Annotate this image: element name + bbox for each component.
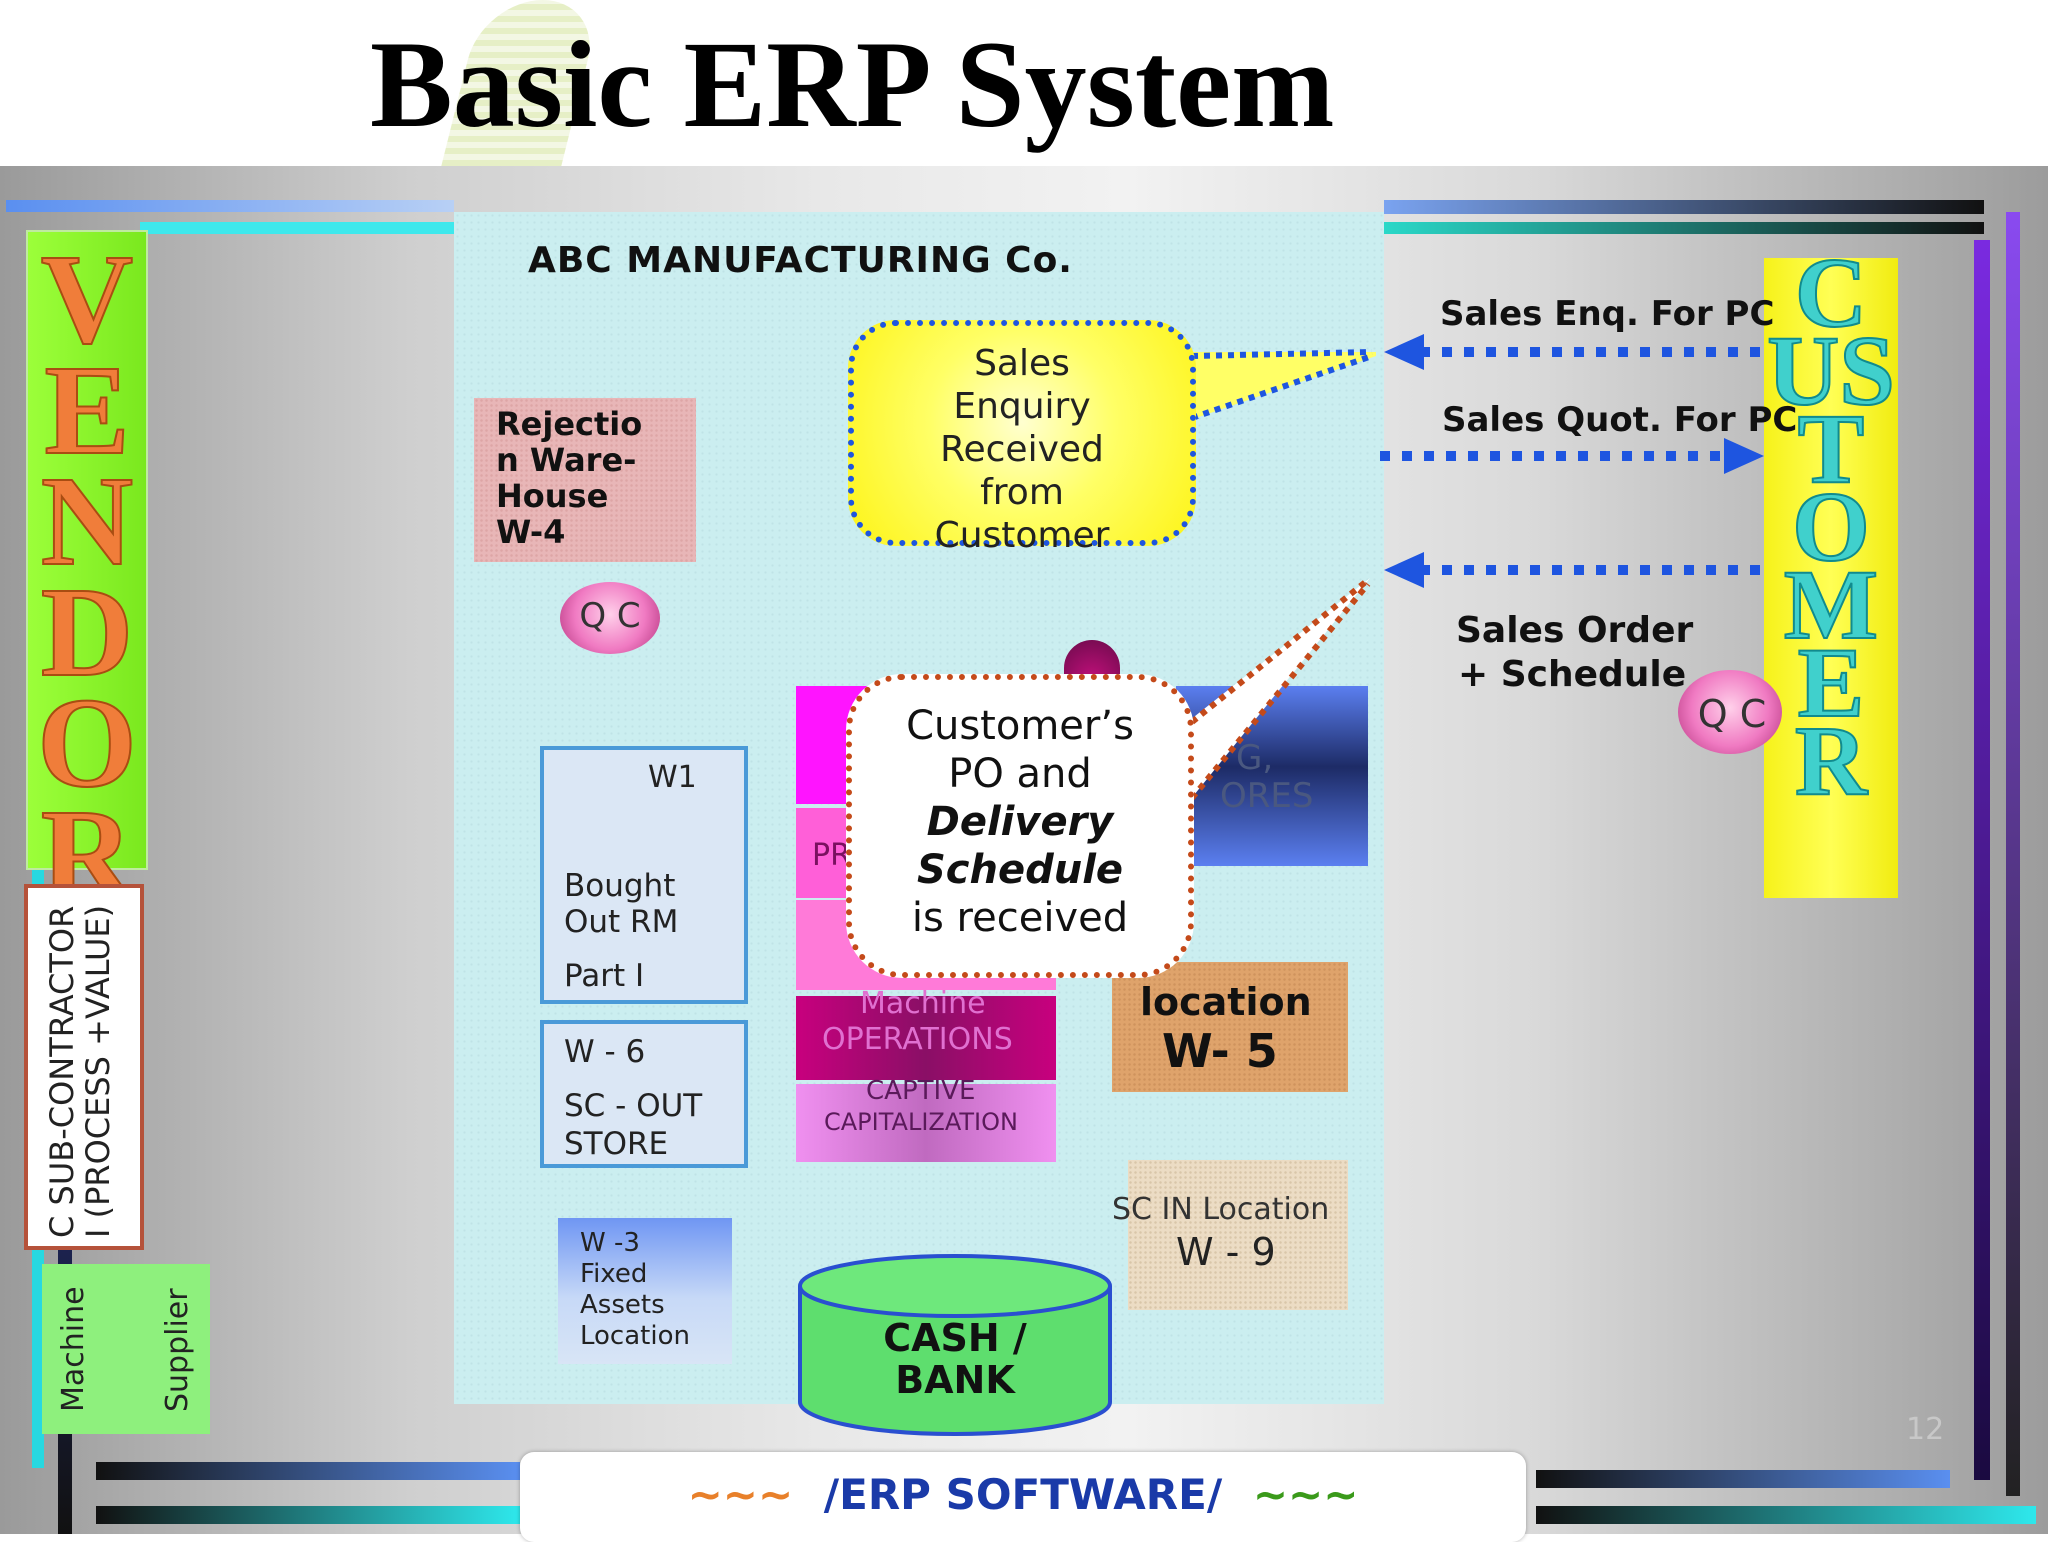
frame-bar-bottom-left: [96, 1462, 520, 1480]
w4-line-2: n Ware-: [496, 441, 637, 479]
w6-line-2: STORE: [564, 1126, 669, 1162]
w3-line-4: Location: [580, 1321, 690, 1351]
customer-po-text: Customer’s PO and Delivery Schedule is r…: [846, 702, 1194, 942]
location-w5: [1112, 962, 1348, 1092]
qc-marker-right: [1678, 670, 1782, 754]
footer-deco-left: ~~~: [687, 1470, 794, 1519]
sc-in-location-w9: [1128, 1160, 1348, 1310]
qc-left-label: Q C: [579, 596, 641, 636]
stack-captive-label-1: CAPTIVE: [866, 1076, 976, 1106]
stack-captive-label-2: CAPITALIZATION: [824, 1108, 1018, 1136]
w4-line-1: Rejectio: [496, 405, 643, 443]
w1-line-1: Bought: [564, 868, 676, 904]
w3-line-1: W -3: [580, 1228, 640, 1258]
warehouse-w1: [540, 746, 748, 1004]
frame-bar-top-right: [1384, 200, 1984, 214]
w1-line-3: Part I: [564, 958, 645, 994]
supplier-box: [42, 1264, 210, 1434]
enquiry-line-4: from: [980, 472, 1064, 513]
frame-bar-right-2: [2006, 212, 2020, 1496]
company-name: ABC MANUFACTURING Co.: [528, 240, 1073, 281]
w5-line-1: location: [1140, 980, 1312, 1024]
stack-machine-label-2: OPERATIONS: [822, 1022, 1013, 1057]
footer-banner: [520, 1452, 1526, 1542]
page-number: 12: [1906, 1412, 1945, 1447]
frame-bar-right-1: [1974, 240, 1990, 1480]
stack-captive-block: [796, 1084, 1056, 1162]
stack-machine-block: [796, 996, 1056, 1080]
frame-bar-top-left-2: [140, 222, 454, 234]
cash-bank-cylinder: [798, 1254, 1112, 1436]
sales-order-arrow-label-1: Sales Order: [1456, 610, 1694, 651]
po-line-5: is received: [911, 895, 1129, 941]
customer-label: CUSTOMER: [1766, 237, 1896, 816]
w4-line-4: W-4: [496, 513, 566, 551]
subcontractor-box: [24, 884, 144, 1250]
frame-bar-top-left: [6, 200, 454, 212]
sales-enquiry-text: Sales Enquiry Received from Customer: [848, 342, 1196, 550]
sales-order-arrow-label-2: + Schedule: [1458, 654, 1687, 695]
stores-label-1: G,: [1236, 738, 1274, 778]
rejection-warehouse-w4: [474, 398, 696, 562]
qc-right-label: Q C: [1697, 692, 1767, 736]
frame-bar-bottom-left-2: [96, 1506, 520, 1524]
cash-bank-line-2: BANK: [895, 1358, 1015, 1402]
w6-code: W - 6: [564, 1034, 646, 1070]
footer-label: /ERP SOFTWARE/: [823, 1470, 1223, 1519]
sales-enquiry-callout: [848, 320, 1196, 546]
stack-machine-label-1: Machine: [860, 986, 986, 1021]
enquiry-line-2: Enquiry: [953, 386, 1091, 427]
w6-line-1: SC - OUT: [564, 1088, 703, 1124]
w1-line-2: Out RM: [564, 904, 679, 940]
w9-line-1: SC IN Location: [1112, 1192, 1330, 1227]
vendor-panel: [26, 230, 148, 870]
frame-bar-bottom-right: [1536, 1470, 1950, 1488]
w3-label: W -3 Fixed Assets Location: [580, 1228, 690, 1352]
fixed-assets-w3: [558, 1218, 732, 1364]
stores-label-2: ORES: [1220, 776, 1314, 816]
customer-panel: [1764, 258, 1898, 898]
qc-marker-left: [560, 582, 660, 654]
sales-enquiry-arrow-label: Sales Enq. For PC: [1440, 294, 1775, 334]
page-title: Basic ERP System: [370, 16, 1335, 153]
stack-pr-label: PR: [812, 838, 851, 873]
w3-line-3: Assets: [580, 1290, 665, 1320]
enquiry-line-5: Customer: [934, 515, 1110, 550]
footer-deco-right: ~~~: [1252, 1470, 1359, 1519]
enquiry-line-1: Sales: [974, 343, 1070, 384]
warehouse-w6: [540, 1020, 748, 1168]
enquiry-line-3: Received: [940, 429, 1104, 470]
po-line-3: Delivery: [926, 799, 1114, 845]
po-line-4: Schedule: [916, 847, 1124, 893]
frame-bar-top-right-2: [1384, 222, 1984, 234]
w5-line-2: W- 5: [1162, 1024, 1278, 1078]
sales-quotation-arrow-label: Sales Quot. For PC: [1442, 400, 1798, 440]
w4-line-3: House: [496, 477, 609, 515]
cash-bank-line-1: CASH /: [883, 1316, 1027, 1360]
customer-po-callout: [846, 674, 1194, 978]
w9-line-2: W - 9: [1176, 1230, 1276, 1274]
frame-bar-bottom-right-2: [1536, 1506, 2036, 1524]
vendor-label: VENDOR: [36, 228, 138, 925]
w3-line-2: Fixed: [580, 1259, 648, 1289]
po-line-2: PO and: [948, 751, 1092, 797]
po-line-1: Customer’s: [906, 703, 1134, 749]
w1-code: W1: [648, 760, 697, 795]
footer-text: ~~~ /ERP SOFTWARE/ ~~~: [520, 1470, 1526, 1519]
rejection-warehouse-label: Rejectio n Ware- House W-4: [496, 406, 642, 550]
